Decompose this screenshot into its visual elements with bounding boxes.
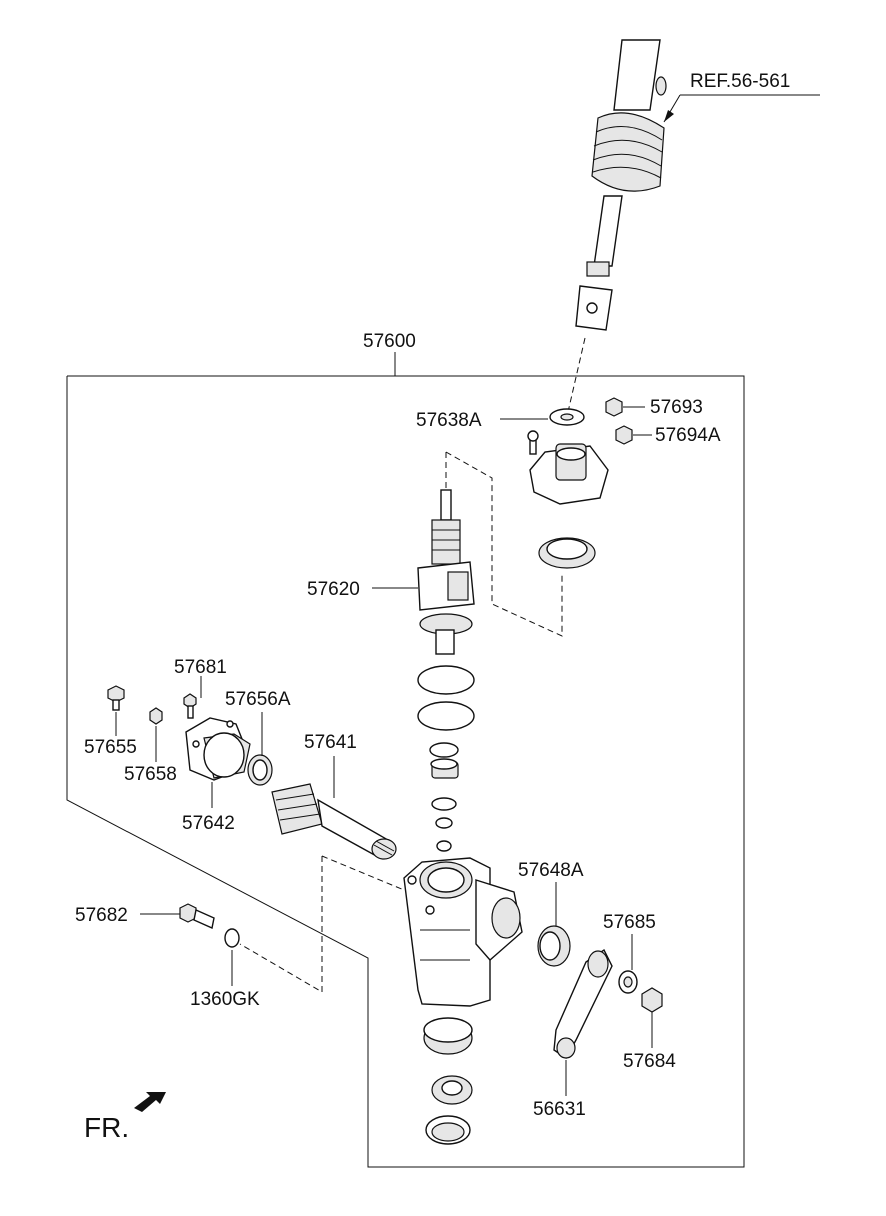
side-cover-drawing xyxy=(185,717,251,781)
part-label-57693: 57693 xyxy=(650,397,703,418)
bolt-left-drawing xyxy=(107,685,125,711)
part-label-57656A: 57656A xyxy=(225,689,291,710)
steering-shaft-illustration xyxy=(567,39,820,413)
ref-label: REF.56-561 xyxy=(690,71,791,92)
part-label-57641: 57641 xyxy=(304,732,357,753)
part-label-57642: 57642 xyxy=(182,813,235,834)
part-label-57600: 57600 xyxy=(363,331,416,352)
nut-2-drawing xyxy=(615,425,633,445)
nut-small-drawing xyxy=(149,707,163,725)
bolt-mount-drawing xyxy=(179,903,215,929)
bolt-small-drawing xyxy=(183,693,197,719)
washer-mount-drawing xyxy=(224,928,240,948)
worm-shaft-drawing xyxy=(417,489,475,655)
top-cover-drawing xyxy=(527,430,609,505)
part-label-57638A: 57638A xyxy=(416,410,482,431)
part-label-57648A: 57648A xyxy=(518,860,584,881)
pitman-arm-drawing xyxy=(553,948,613,1060)
bottom-bearing-drawing xyxy=(423,1017,473,1145)
part-label-57684: 57684 xyxy=(623,1051,676,1072)
part-label-56631: 56631 xyxy=(533,1099,586,1120)
part-label-57620: 57620 xyxy=(307,579,360,600)
bearing-seal-drawing xyxy=(537,925,571,967)
nut-1-drawing xyxy=(605,397,623,417)
part-label-57658: 57658 xyxy=(124,764,177,785)
gear-housing-drawing xyxy=(403,857,523,1007)
part-label-57694A: 57694A xyxy=(655,425,721,446)
part-label-57685: 57685 xyxy=(603,912,656,933)
part-label-57655: 57655 xyxy=(84,737,137,758)
fr-arrow-icon xyxy=(134,1092,166,1112)
sector-shaft-drawing xyxy=(271,783,397,860)
nut-right-drawing xyxy=(641,987,663,1013)
assembly-boundary xyxy=(66,375,745,1168)
part-label-1360GK: 1360GK xyxy=(190,989,260,1010)
direction-label: FR. xyxy=(84,1112,130,1143)
part-label-57682: 57682 xyxy=(75,905,128,926)
part-label-57681: 57681 xyxy=(174,657,227,678)
